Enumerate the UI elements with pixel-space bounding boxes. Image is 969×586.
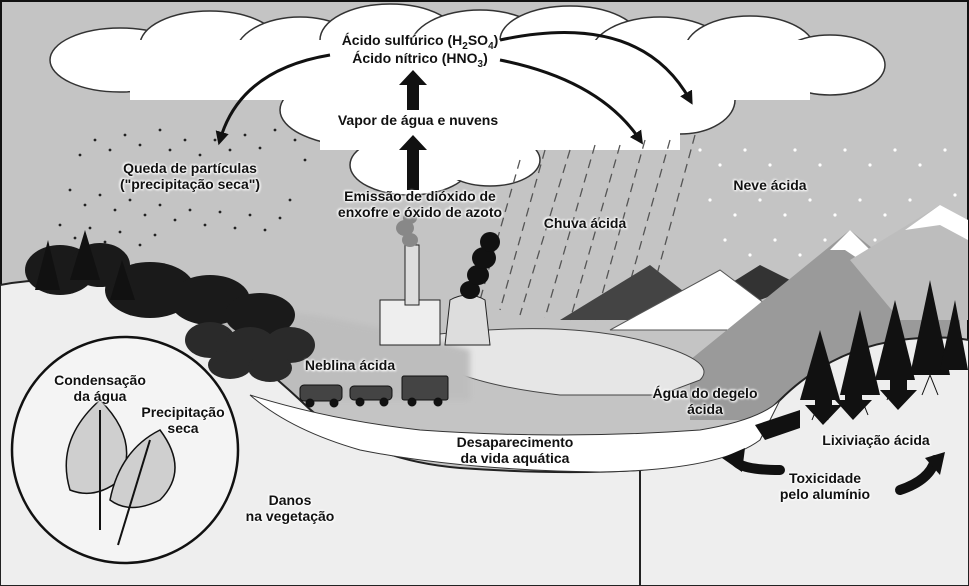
acid-fog-label: Neblina ácida [304,357,396,373]
emission-label: Emissão de dióxido de enxofre e óxido de… [337,188,503,220]
arrow-leach-down-2 [835,385,872,420]
cloud-fill [130,40,810,180]
meltwater-label: Água do degelo ácida [652,385,758,417]
leaching-label: Lixiviação ácida [822,432,930,448]
right-forest [800,280,968,400]
smoke-plume-dark [460,232,500,299]
arrow-to-dry-deposition [215,53,331,146]
acid-rain-label: Chuva ácida [543,215,627,231]
vegetation-damage-label: Danos na vegetação [245,492,335,524]
cycle-arrows [215,31,693,146]
leaf-inset [10,335,240,565]
dry-deposition-label: Queda de partículas ("precipitação seca"… [119,160,261,192]
acid-snow-label: Neve ácida [733,177,807,193]
leaching-arrows [755,375,917,440]
leaf-left [65,398,128,495]
aluminum-toxicity-label: Toxicidade pelo alumínio [779,470,871,502]
arrow-leach-down-3 [880,375,917,410]
vertical-arrows [399,70,427,190]
left-trees [35,230,135,300]
leaf-right [109,429,176,509]
aluminum-arrowheads [722,448,945,475]
factory [379,212,500,346]
vapor-clouds-label: Vapor de água e nuvens [337,112,499,128]
arrow-up-upper [399,70,427,110]
arrow-up-lower [399,135,427,190]
arrow-leach-down-1 [805,390,842,425]
arrow-leach-left [755,410,800,440]
arrow-to-acid-snow [499,31,693,105]
mid-forest [185,322,315,382]
sulfuric-acid-label: Ácido sulfúrico (H2SO4) [341,32,499,52]
vehicles [299,375,449,408]
nitric-acid-label: Ácido nítrico (HNO3) [352,50,488,70]
precipitation-label: Precipitação seca [141,404,225,436]
aquatic-life-label: Desaparecimento da vida aquática [456,434,574,466]
condensation-label: Condensação da água [54,372,146,404]
lake [429,328,705,396]
arrow-to-acid-rain [499,58,643,145]
smoke-plume-light [396,212,418,247]
dry-deposition-dots [58,128,307,247]
